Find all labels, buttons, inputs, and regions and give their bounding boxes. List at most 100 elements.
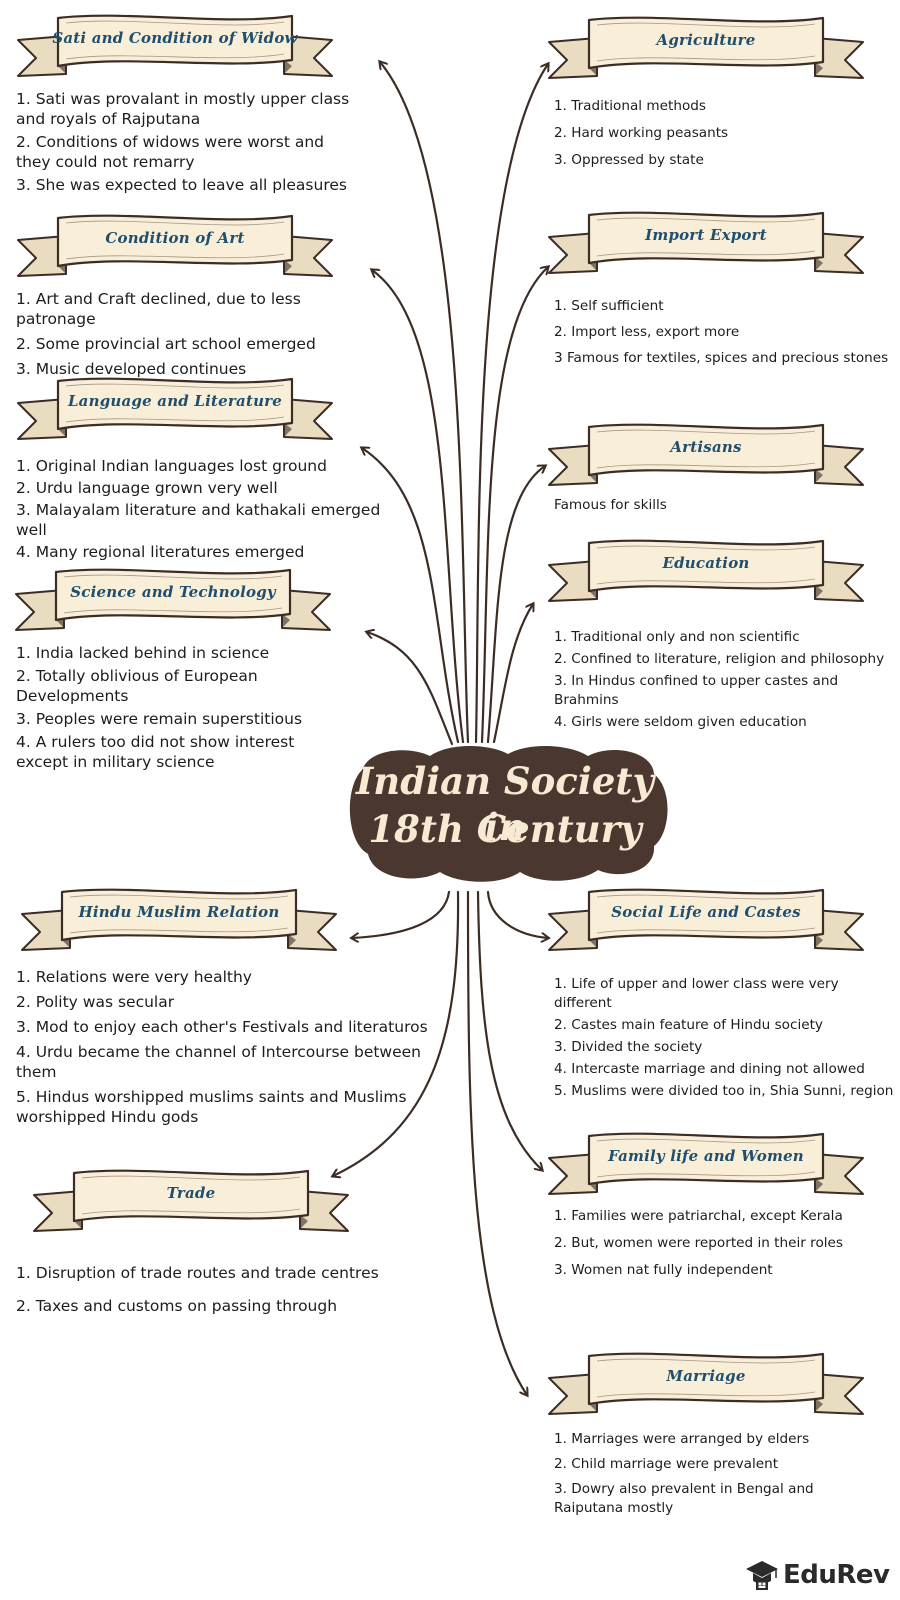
list-item: 1. Life of upper and lower class were ve… [554, 976, 839, 1011]
list-item: 1. Relations were very healthy [16, 968, 252, 986]
central-title-line-2: 18th Century [368, 807, 642, 851]
list-item: 2. Hard working peasants [554, 125, 729, 141]
arrow-to-education [492, 604, 533, 744]
artisans-list: Famous for skills [554, 496, 884, 515]
list-item: 1. Art and Craft declined, due to less p… [16, 290, 301, 328]
social-life-title: Social Life and Castes [611, 903, 801, 921]
ribbon-agriculture: Agriculture [545, 12, 867, 86]
hindu-muslim-list: 1. Relations were very healthy 2. Polity … [16, 967, 436, 1127]
sati-list: 1. Sati was provalant in mostly upper cl… [16, 89, 361, 195]
art-title: Condition of Art [105, 229, 245, 247]
ribbon-art: Condition of Art [14, 210, 336, 284]
ribbon-sati: Sati and Condition of Widow [14, 10, 336, 84]
title-cloud-shape [349, 745, 668, 882]
arrow-to-language [362, 448, 460, 744]
arrow-to-hindu-muslim [352, 890, 451, 938]
ribbon-banner-shape [548, 539, 864, 602]
list-item: 2. Import less, export more [554, 324, 740, 340]
graduation-cap-icon [746, 1561, 778, 1590]
arrow-to-agriculture [474, 64, 548, 744]
ribbon-banner-shape [17, 377, 333, 440]
ribbon-education: Education [545, 535, 867, 609]
ribbon-science: Science and Technology [12, 564, 334, 638]
arrow-to-social [486, 890, 548, 938]
list-item: Famous for skills [554, 497, 667, 513]
sati-title: Sati and Condition of Widow [52, 29, 298, 47]
list-item: 2. Polity was secular [16, 993, 175, 1011]
education-title: Education [662, 554, 750, 572]
list-item: 1. Families were patriarchal, except Ker… [554, 1208, 843, 1224]
list-item: 4. Girls were seldom given education [554, 714, 807, 730]
ribbon-banner-shape [548, 888, 864, 951]
ribbon-language: Language and Literature [14, 373, 336, 447]
list-item: 1. Original Indian languages lost ground [16, 457, 327, 475]
ribbon-banner-shape [15, 568, 331, 631]
social-life-list: 1. Life of upper and lower class were ve… [554, 975, 899, 1101]
education-list: 1. Traditional only and non scientific 2.… [554, 628, 899, 732]
list-item: 3. Women nat fully independent [554, 1262, 773, 1278]
list-item: 1. Traditional only and non scientific [554, 629, 800, 645]
arrow-to-marriage [466, 890, 527, 1395]
agriculture-list: 1. Traditional methods 2. Hard working pe… [554, 97, 884, 170]
list-item: 2. Urdu language grown very well [16, 479, 278, 497]
list-item: 4. Intercaste marriage and dining not al… [554, 1061, 865, 1077]
list-item: 3 Famous for textiles, spices and precio… [554, 350, 889, 366]
ribbon-banner-shape [21, 888, 337, 951]
import-export-title: Import Export [645, 226, 767, 244]
list-item: 2. But, women were reported in their rol… [554, 1235, 844, 1251]
art-list: 1. Art and Craft declined, due to less p… [16, 289, 361, 379]
artisans-title: Artisans [670, 438, 742, 456]
list-item: 2. Some provincial art school emerged [16, 335, 316, 353]
list-item: 2. Confined to literature, religion and … [554, 651, 885, 667]
edurev-logo: EduRev [745, 1558, 895, 1594]
ribbon-import-export: Import Export [545, 207, 867, 281]
list-item: 1. Self sufficient [554, 298, 664, 314]
list-item: 5. Hindus worshipped muslims saints and … [16, 1088, 407, 1126]
trade-list: 1. Disruption of trade routes and trade … [16, 1263, 416, 1316]
ribbon-banner-shape [33, 1169, 349, 1232]
ribbon-family-life: Family life and Women [545, 1128, 867, 1202]
list-item: 2. Taxes and customs on passing through [16, 1297, 338, 1315]
ribbon-marriage: Marriage [545, 1348, 867, 1422]
list-item: 1. Traditional methods [554, 98, 706, 114]
ribbon-banner-shape [548, 16, 864, 79]
logo-text: EduRev [783, 1560, 890, 1590]
list-item: 2. Totally oblivious of European Develop… [16, 667, 258, 705]
central-title-line-1: Indian Society in [355, 759, 654, 849]
list-item: 4. Urdu became the channel of Intercours… [16, 1043, 422, 1081]
list-item: 2. Castes main feature of Hindu society [554, 1017, 823, 1033]
import-export-list: 1. Self sufficient 2. Import less, export… [554, 297, 899, 368]
list-item: 3. Dowry also prevalent in Bengal and Ra… [554, 1481, 814, 1516]
list-item: 1. Disruption of trade routes and trade … [16, 1264, 379, 1282]
arrow-to-sati [380, 62, 470, 744]
agriculture-title: Agriculture [656, 31, 756, 49]
list-item: 3. In Hindus confined to upper castes an… [554, 673, 839, 708]
family-life-title: Family life and Women [608, 1147, 804, 1165]
ribbon-artisans: Artisans [545, 419, 867, 493]
ribbon-banner-shape [548, 423, 864, 486]
ribbon-hindu-muslim: Hindu Muslim Relation [18, 884, 340, 958]
list-item: 5. Muslims were divided too in, Shia Sun… [554, 1083, 894, 1099]
list-item: 1. Sati was provalant in mostly upper cl… [16, 90, 350, 128]
arrow-to-import [480, 267, 548, 744]
list-item: 3. Malayalam literature and kathakali em… [16, 501, 381, 539]
language-title: Language and Literature [67, 392, 283, 410]
family-life-list: 1. Families were patriarchal, except Ker… [554, 1207, 899, 1280]
ribbon-banner-shape [548, 1352, 864, 1415]
list-item: 2. Child marriage were prevalent [554, 1456, 779, 1472]
list-item: 3. Divided the society [554, 1039, 703, 1055]
arrow-to-family [476, 890, 542, 1170]
list-item: 3. Peoples were remain superstitious [16, 710, 303, 728]
ribbon-banner-shape [548, 211, 864, 274]
arrow-to-artisans [486, 466, 545, 744]
ribbon-trade: Trade [30, 1165, 352, 1239]
trade-title: Trade [166, 1184, 216, 1202]
list-item: 3. Mod to enjoy each other's Festivals a… [16, 1018, 428, 1036]
list-item: 4. A rulers too did not show interest ex… [16, 733, 295, 771]
list-item: 2. Conditions of widows were worst and t… [16, 133, 325, 171]
ribbon-social-life: Social Life and Castes [545, 884, 867, 958]
arrow-to-trade [333, 890, 460, 1176]
language-list: 1. Original Indian languages lost ground… [16, 456, 386, 562]
